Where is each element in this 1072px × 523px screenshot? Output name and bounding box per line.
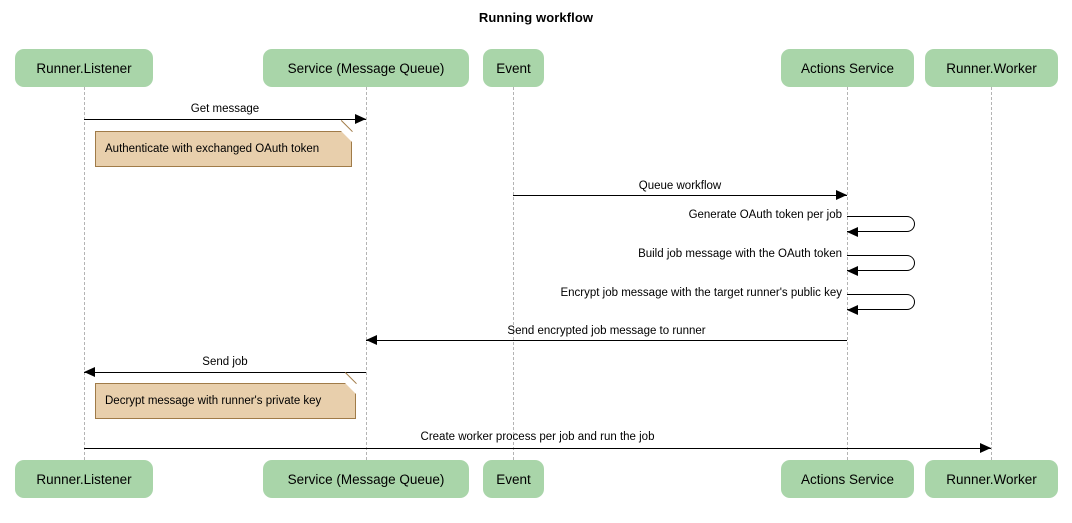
message-label-send-encrypted-job-message: Send encrypted job message to runner [507, 325, 706, 337]
participant-footer-actions-service[interactable]: Actions Service [781, 460, 914, 498]
arrowhead-encrypt-job-message [847, 305, 858, 316]
note-decrypt-note: Decrypt message with runner's private ke… [95, 372, 356, 419]
participant-label: Actions Service [800, 60, 895, 76]
participant-footer-runner-worker[interactable]: Runner.Worker [925, 460, 1058, 498]
message-label-send-job: Send job [202, 356, 248, 368]
participant-label: Runner.Listener [36, 471, 132, 487]
participant-label: Runner.Listener [36, 60, 132, 76]
note-fold-icon [345, 383, 356, 394]
lifeline-service-message-queue [366, 87, 367, 460]
arrowhead-send-job [84, 367, 95, 378]
participant-header-event[interactable]: Event [483, 49, 544, 87]
arrowhead-send-encrypted-job-message [366, 335, 377, 346]
participant-header-service-message-queue[interactable]: Service (Message Queue) [263, 49, 469, 87]
participant-label: Event [496, 471, 531, 487]
note-fold-edge-icon [344, 372, 356, 384]
lifeline-runner-listener [84, 87, 85, 460]
participant-header-runner-listener[interactable]: Runner.Listener [15, 49, 153, 87]
message-label-encrypt-job-message: Encrypt job message with the target runn… [560, 287, 842, 299]
note-fold-icon [341, 131, 352, 142]
participant-label: Event [496, 60, 531, 76]
note-authenticate-note: Authenticate with exchanged OAuth token [95, 120, 352, 167]
self-message-loop-build-job-message [847, 255, 915, 271]
participant-label: Runner.Worker [946, 471, 1037, 487]
self-message-loop-generate-oauth-token-per-job [847, 216, 915, 232]
message-line-send-job [84, 372, 366, 373]
note-text: Decrypt message with runner's private ke… [105, 395, 322, 407]
self-message-loop-encrypt-job-message [847, 294, 915, 310]
participant-header-actions-service[interactable]: Actions Service [781, 49, 914, 87]
arrowhead-queue-workflow [836, 190, 847, 201]
message-label-create-worker-process: Create worker process per job and run th… [420, 431, 655, 443]
message-label-generate-oauth-token-per-job: Generate OAuth token per job [688, 209, 842, 221]
participant-label: Service (Message Queue) [287, 471, 445, 487]
participant-label: Service (Message Queue) [287, 60, 445, 76]
participant-footer-service-message-queue[interactable]: Service (Message Queue) [263, 460, 469, 498]
participant-footer-runner-listener[interactable]: Runner.Listener [15, 460, 153, 498]
message-line-get-message [84, 119, 366, 120]
message-label-get-message: Get message [190, 103, 260, 115]
note-fold-edge-icon [340, 120, 352, 132]
arrowhead-get-message [355, 114, 366, 125]
arrowhead-generate-oauth-token-per-job [847, 227, 858, 238]
participant-label: Actions Service [800, 471, 895, 487]
participant-footer-event[interactable]: Event [483, 460, 544, 498]
message-line-queue-workflow [513, 195, 847, 196]
message-line-send-encrypted-job-message [366, 340, 847, 341]
lifeline-runner-worker [991, 87, 992, 460]
arrowhead-create-worker-process [980, 443, 991, 454]
lifeline-event [513, 87, 514, 460]
message-line-create-worker-process [84, 448, 991, 449]
note-text: Authenticate with exchanged OAuth token [105, 143, 320, 155]
message-label-build-job-message: Build job message with the OAuth token [638, 248, 842, 260]
arrowhead-build-job-message [847, 266, 858, 277]
page-title: Running workflow [478, 10, 594, 25]
message-label-queue-workflow: Queue workflow [638, 180, 722, 192]
participant-label: Runner.Worker [946, 60, 1037, 76]
participant-header-runner-worker[interactable]: Runner.Worker [925, 49, 1058, 87]
